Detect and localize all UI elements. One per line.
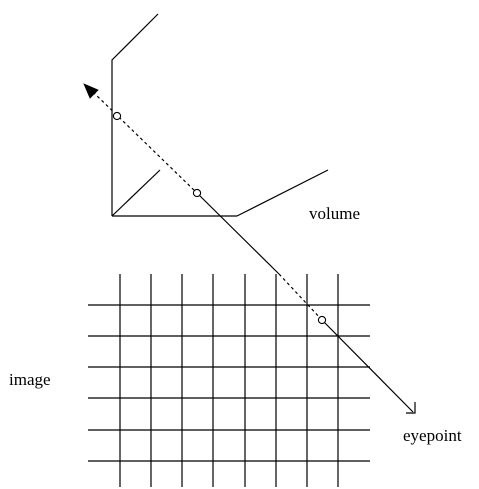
ray-solid-segment-lower bbox=[321, 319, 414, 413]
ray-solid-segment-middle bbox=[196, 192, 280, 275]
sample-point-marker bbox=[317, 315, 327, 325]
image-grid bbox=[88, 274, 370, 487]
view-ray bbox=[83, 83, 416, 414]
volume-wireframe bbox=[111, 13, 329, 217]
label-eyepoint: eyepoint bbox=[403, 426, 462, 445]
ray-dashed-segment-upper bbox=[92, 91, 198, 194]
label-image: image bbox=[9, 370, 51, 389]
sample-point-marker bbox=[112, 111, 122, 121]
label-volume: volume bbox=[309, 204, 360, 223]
ray-dashed-segment-lower bbox=[278, 273, 323, 321]
sample-point-marker bbox=[192, 188, 202, 198]
ray-arrowhead-icon bbox=[83, 83, 99, 99]
eyepoint-marker-icon bbox=[406, 402, 416, 414]
volume-left-edge bbox=[111, 13, 159, 216]
volume-right-edge bbox=[236, 169, 329, 217]
volume-depth-edge bbox=[111, 169, 161, 217]
